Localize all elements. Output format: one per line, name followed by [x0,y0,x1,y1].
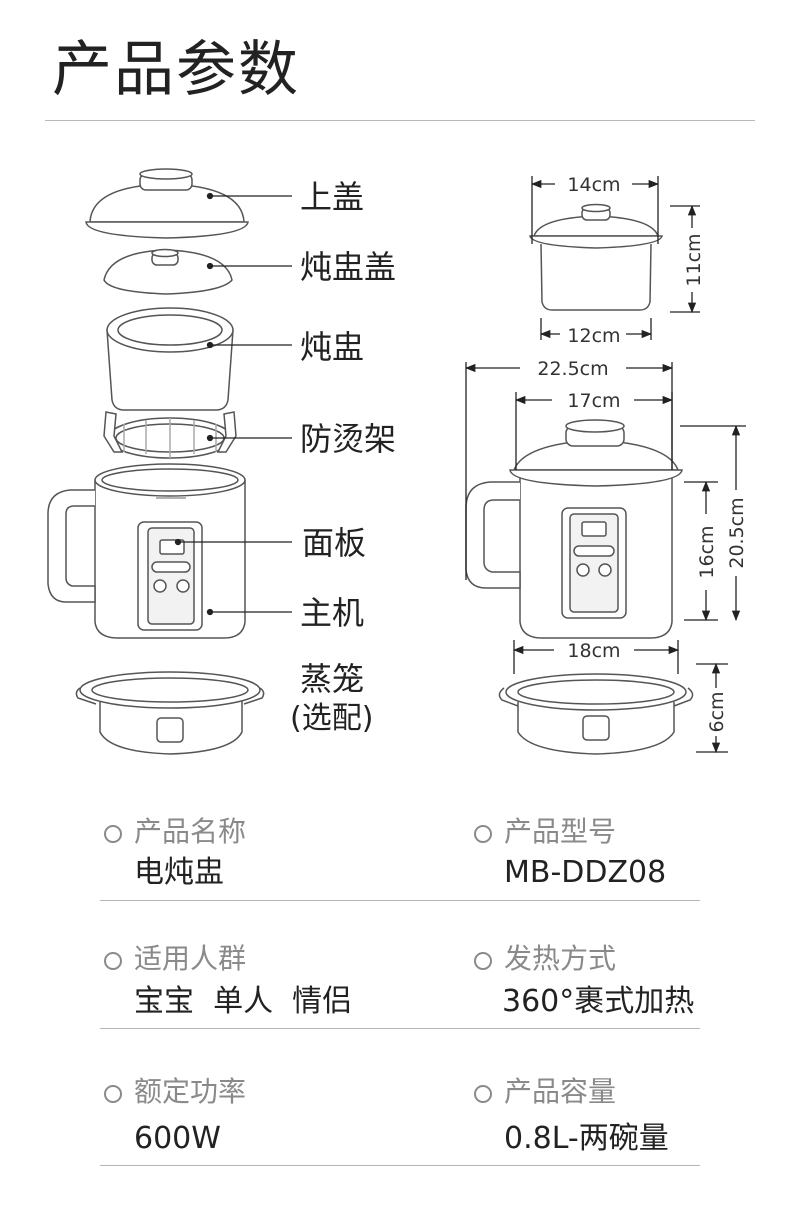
dim-body-width: 17cm [567,390,620,412]
dim-pot-width-top: 14cm [567,174,620,196]
steamer-drawing [75,671,265,755]
scald-rack-drawing [103,411,237,459]
spec-value: 0.8L-两碗量 [504,1121,669,1156]
bullet-icon [104,825,122,843]
spec-value: 宝宝 单人 情侣 [134,984,353,1019]
divider [100,900,700,901]
title-divider [45,120,755,121]
inner-pot-drawing [106,307,234,411]
steamer-size-drawing [498,673,694,755]
dim-body-width-handle: 22.5cm [537,358,608,380]
dim-pot-width-bottom: 12cm [567,325,620,347]
dim-steamer-height: 6cm [706,691,728,732]
spec-value: 600W [134,1121,221,1156]
dim-body-height-inner: 16cm [696,525,718,578]
spec-value: MB-DDZ08 [504,855,667,890]
dim-pot-height: 11cm [683,233,705,286]
main-body-drawing [47,463,246,639]
spec-label: 发热方式 [504,942,617,975]
label-base: 主机 [300,594,364,632]
spec-label: 产品型号 [504,815,617,848]
dim-body-height-total: 20.5cm [726,497,748,568]
label-inner-pot: 炖盅 [300,328,364,366]
bullet-icon [474,1085,492,1103]
label-panel: 面板 [302,524,366,562]
spec-label: 额定功率 [134,1075,247,1108]
label-steamer: 蒸笼 [300,660,364,698]
spec-value: 电炖盅 [134,855,224,890]
label-steamer-optional: (选配) [290,701,373,736]
inner-lid-drawing [103,248,233,295]
outer-lid-drawing [85,168,249,239]
bullet-icon [104,1085,122,1103]
label-scald-rack: 防烫架 [300,420,396,458]
bullet-icon [474,952,492,970]
label-inner-lid: 炖盅盖 [300,248,396,286]
spec-label: 适用人群 [134,942,247,975]
product-diagram: 上盖 炖盅盖 炖盅 防烫架 面板 主机 蒸笼 (选配) [47,168,748,755]
divider [100,1028,700,1029]
spec-label: 产品容量 [504,1075,617,1108]
bullet-icon [474,825,492,843]
dim-steamer-width: 18cm [567,640,620,662]
pot-size-drawing [529,203,663,311]
label-lid: 上盖 [300,178,364,216]
spec-label: 产品名称 [134,815,247,848]
page-title: 产品参数 [52,35,300,105]
bullet-icon [104,952,122,970]
body-size-drawing [465,419,683,639]
spec-value: 360°裹式加热 [502,984,695,1019]
divider [100,1165,700,1166]
